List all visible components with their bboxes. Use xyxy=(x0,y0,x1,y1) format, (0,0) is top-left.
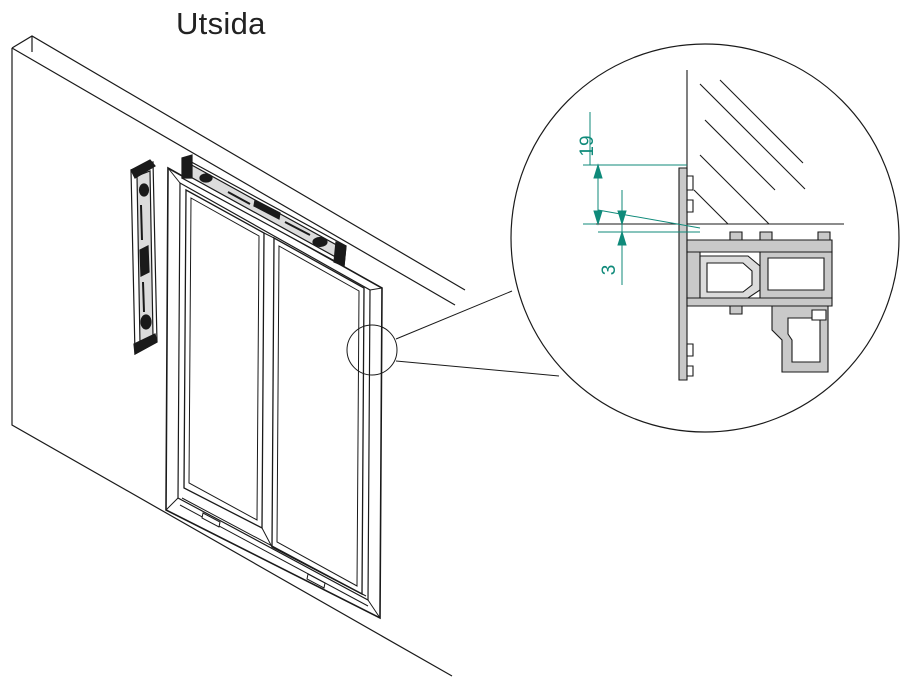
spirit-level-vertical xyxy=(130,159,158,355)
dimension-label-upper: 19 xyxy=(577,135,598,156)
window-sashes xyxy=(179,188,369,607)
window-profile-section xyxy=(678,167,833,381)
spirit-level-horizontal xyxy=(181,154,347,267)
wall-section xyxy=(596,70,844,225)
page-title: Utsida xyxy=(176,6,266,41)
dimension-lines xyxy=(583,112,701,285)
window-frame xyxy=(165,166,383,620)
wall xyxy=(11,35,466,677)
dimension-label-lower: 3 xyxy=(599,265,620,276)
detail-view: 19 3 xyxy=(510,43,900,433)
detail-callout xyxy=(346,290,560,377)
drain-slots xyxy=(201,512,326,589)
